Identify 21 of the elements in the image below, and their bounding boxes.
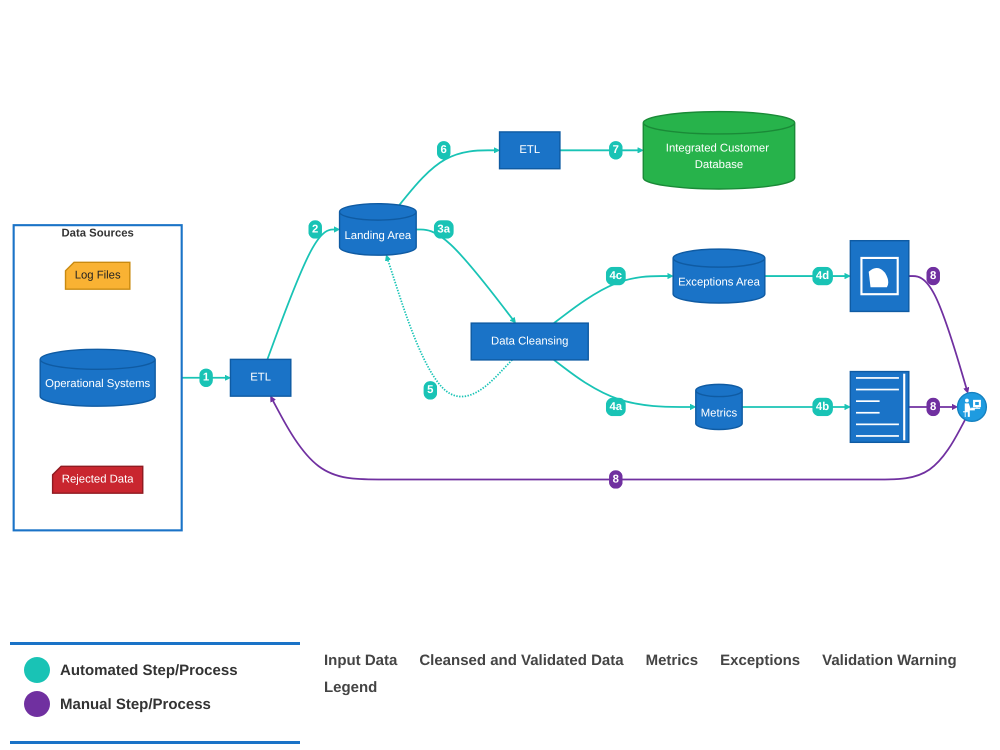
edge-label: 2: [312, 223, 318, 236]
edge-label: 3a: [437, 223, 450, 236]
edge-label: 4a: [609, 400, 622, 413]
edge-label: 6: [440, 144, 447, 156]
edge-label: 1: [202, 371, 210, 384]
edge-label: 4d: [816, 270, 830, 282]
legend-text: Automated Step/Process: [60, 662, 238, 678]
edge-label: 8: [930, 400, 936, 413]
edge-label: 8: [930, 270, 936, 282]
flow-label: Input Data: [324, 652, 398, 669]
flow-label: Validation Warning: [822, 652, 957, 669]
legend-text: Manual Step/Process: [60, 696, 211, 712]
edge-label: 5: [427, 384, 434, 396]
flow-label: Cleansed and Validated Data: [419, 652, 624, 669]
edge-label: 4b: [816, 400, 830, 413]
flow-label: Metrics: [646, 652, 698, 669]
edge-label: 8: [612, 473, 619, 486]
flow-label: Legend: [324, 679, 378, 696]
edge-label: 7: [612, 144, 619, 156]
flow-label: Exceptions: [720, 652, 800, 669]
edge-label: 4c: [609, 270, 622, 282]
